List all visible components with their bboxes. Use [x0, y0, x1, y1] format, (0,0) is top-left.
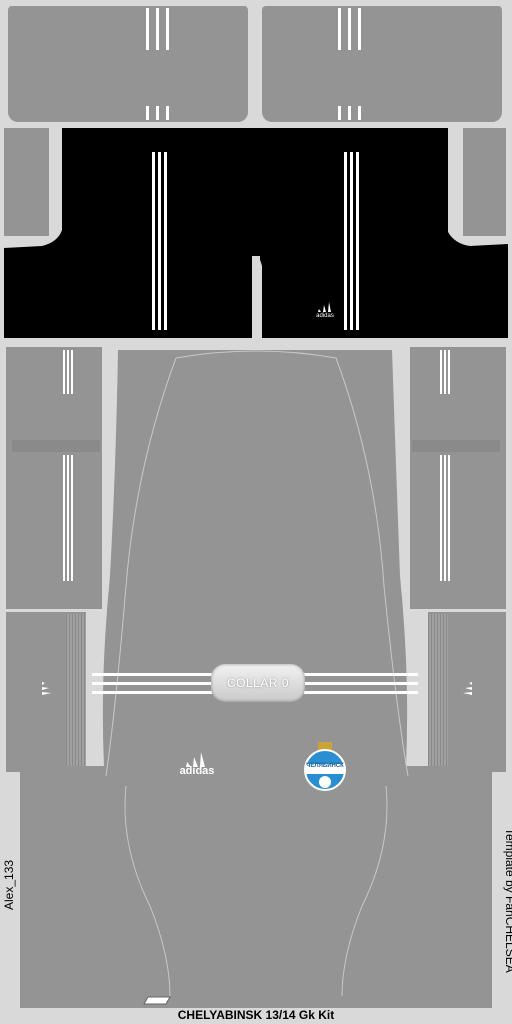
shorts-side-left — [4, 128, 49, 236]
sleeve-stripe — [67, 455, 69, 581]
sleeve-stripe — [71, 455, 73, 581]
shorts-stripe — [164, 152, 167, 330]
sleeve-stripe — [63, 350, 65, 394]
sleeve-stripe — [440, 350, 442, 394]
sock-stripe — [338, 106, 341, 120]
sock-left — [8, 6, 248, 122]
sock-stripe — [166, 8, 169, 50]
shorts-stripe — [356, 152, 359, 330]
sock-stripe — [156, 8, 159, 50]
adidas-logo-icon — [186, 752, 205, 767]
shorts-stripe — [350, 152, 353, 330]
sleeve-stripe — [444, 350, 446, 394]
adidas-logo-icon — [463, 682, 472, 695]
sock-stripe — [166, 106, 169, 120]
brand-wordmark: adidas — [179, 765, 215, 777]
club-badge-icon — [304, 742, 346, 791]
adidas-logo-icon — [42, 682, 51, 695]
sock-right — [262, 6, 502, 122]
sock-stripe — [348, 8, 351, 50]
sock-stripe — [156, 106, 159, 120]
kit-title: CHELYABINSK 13/14 Gk Kit — [177, 1008, 335, 1022]
adidas-logo-icon — [318, 302, 331, 312]
sleeve-stripe — [67, 350, 69, 394]
sleeve-stripe — [63, 455, 65, 581]
left-sleeve — [6, 347, 102, 609]
right-sleeve-seam — [412, 440, 500, 452]
sleeve-stripe — [448, 350, 450, 394]
shorts-panel — [4, 128, 508, 338]
sock-stripe — [146, 106, 149, 120]
sock-stripe — [146, 8, 149, 50]
sleeve-stripe — [448, 455, 450, 581]
author-label: Alex_133 — [2, 859, 16, 910]
sleeve-stripe — [440, 455, 442, 581]
left-sleeve-seam — [12, 440, 100, 452]
shorts-stripe — [152, 152, 155, 330]
shorts-stripe — [344, 152, 347, 330]
shorts-stripe — [158, 152, 161, 330]
shorts-side-right — [463, 128, 506, 236]
size-tag-icon — [143, 996, 171, 1005]
right-sleeve — [410, 347, 506, 609]
collar-label: COLLAR 0 — [211, 664, 305, 702]
sleeve-stripe — [71, 350, 73, 394]
sock-stripe — [358, 106, 361, 120]
template-credit: Template by FanCHELSEA — [503, 828, 512, 973]
shorts-brand-text: adidas — [316, 313, 334, 319]
club-badge-text: ЧЕЛЯБИНСК — [306, 763, 344, 769]
left-cuff-rib — [66, 614, 86, 770]
sock-stripe — [348, 106, 351, 120]
sock-stripe — [358, 8, 361, 50]
sock-stripe — [338, 8, 341, 50]
right-cuff-rib — [428, 614, 448, 770]
sleeve-stripe — [444, 455, 446, 581]
